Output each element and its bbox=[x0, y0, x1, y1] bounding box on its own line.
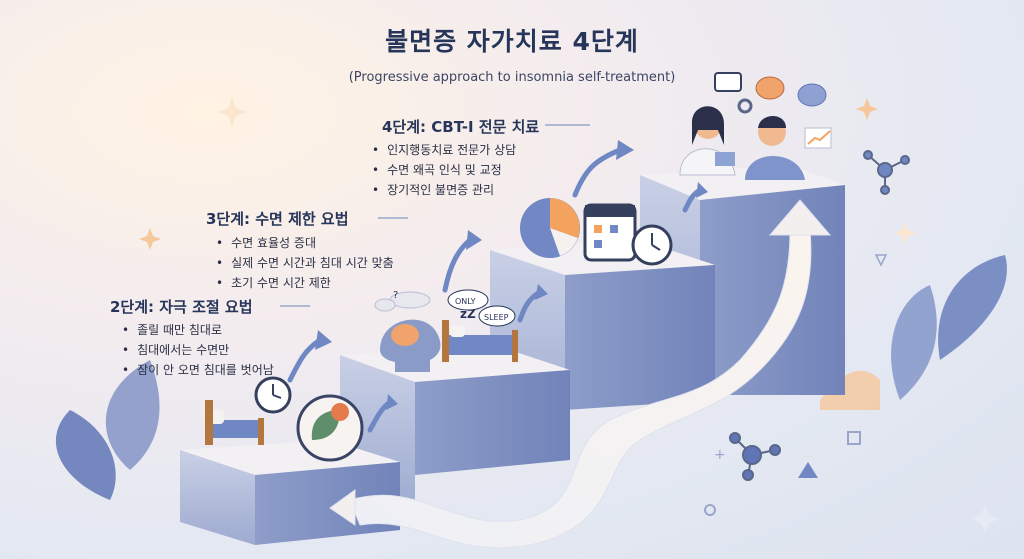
brain-head-icon: ? bbox=[374, 290, 441, 372]
list-item: 졸릴 때만 침대로 bbox=[122, 320, 274, 340]
gear-icon bbox=[737, 98, 753, 114]
calendar-icon bbox=[583, 203, 637, 262]
arrow-head-icon bbox=[315, 330, 332, 350]
sleep-label: SLEEP bbox=[484, 313, 509, 322]
step-2-title: 2단계: 자극 조절 요법 bbox=[110, 298, 253, 316]
thought-mark: ? bbox=[393, 290, 398, 301]
only-sleep-bubbles: ONLY SLEEP bbox=[447, 289, 516, 327]
list-item: 잠이 안 오면 침대를 벗어남 bbox=[122, 360, 274, 380]
clock-icon bbox=[254, 376, 292, 414]
brain-icon bbox=[755, 76, 827, 107]
list-item: 실제 수면 시간과 침대 시간 맞춤 bbox=[216, 253, 394, 273]
doctor-icon bbox=[679, 106, 736, 176]
only-label: ONLY bbox=[455, 297, 476, 306]
diamond-icon: + bbox=[704, 254, 888, 516]
sparkle-icon bbox=[139, 97, 999, 533]
step-1-block bbox=[180, 440, 400, 545]
list-item: 수면 왜곡 인식 및 교정 bbox=[372, 160, 516, 180]
list-item: 초기 수면 시간 제한 bbox=[216, 273, 394, 293]
leaf-left-icon bbox=[55, 360, 160, 500]
path-arrow-start-icon bbox=[329, 489, 356, 526]
bed-icon bbox=[205, 400, 264, 445]
arrow-head-icon bbox=[696, 182, 708, 198]
list-item: 인지행동치료 전문가 상담 bbox=[372, 140, 516, 160]
step-3-title: 3단계: 수면 제한 요법 bbox=[206, 210, 349, 228]
growth-chart-icon bbox=[804, 127, 832, 149]
molecule-icon bbox=[729, 432, 781, 481]
step-3-list: 수면 효율성 증대 실제 수면 시간과 침대 시간 맞춤 초기 수면 시간 제한 bbox=[216, 233, 394, 293]
bed-icon: zZ bbox=[442, 307, 518, 362]
page-title: 불면증 자가치료 4단계 bbox=[385, 27, 639, 56]
list-item: 장기적인 불면증 관리 bbox=[372, 180, 516, 200]
step-2-list: 졸릴 때만 침대로 침대에서는 수면만 잠이 안 오면 침대를 벗어남 bbox=[122, 320, 274, 380]
plus-icon: + bbox=[714, 447, 726, 463]
clock-icon bbox=[631, 224, 673, 266]
step-4-list: 인지행동치료 전문가 상담 수면 왜곡 인식 및 교정 장기적인 불면증 관리 bbox=[372, 140, 516, 200]
chat-icon bbox=[714, 72, 742, 92]
arrow-head-icon bbox=[466, 230, 482, 250]
page-subtitle: (Progressive approach to insomnia self-t… bbox=[348, 70, 676, 85]
leaf-right-icon bbox=[820, 255, 1007, 410]
step-4-title: 4단계: CBT-I 전문 치료 bbox=[382, 118, 540, 136]
arrow-head-icon bbox=[535, 284, 548, 300]
list-item: 수면 효율성 증대 bbox=[216, 233, 394, 253]
list-item: 침대에서는 수면만 bbox=[122, 340, 274, 360]
molecule-icon bbox=[863, 150, 910, 195]
healthy-food-icon bbox=[296, 394, 364, 462]
arrow-head-icon bbox=[386, 394, 398, 410]
pie-chart-icon bbox=[520, 198, 580, 258]
patient-icon bbox=[745, 116, 805, 180]
arrow-head-icon bbox=[616, 140, 634, 160]
path-arrow-head-icon bbox=[768, 199, 832, 236]
zzz-icon: zZ bbox=[460, 307, 476, 321]
